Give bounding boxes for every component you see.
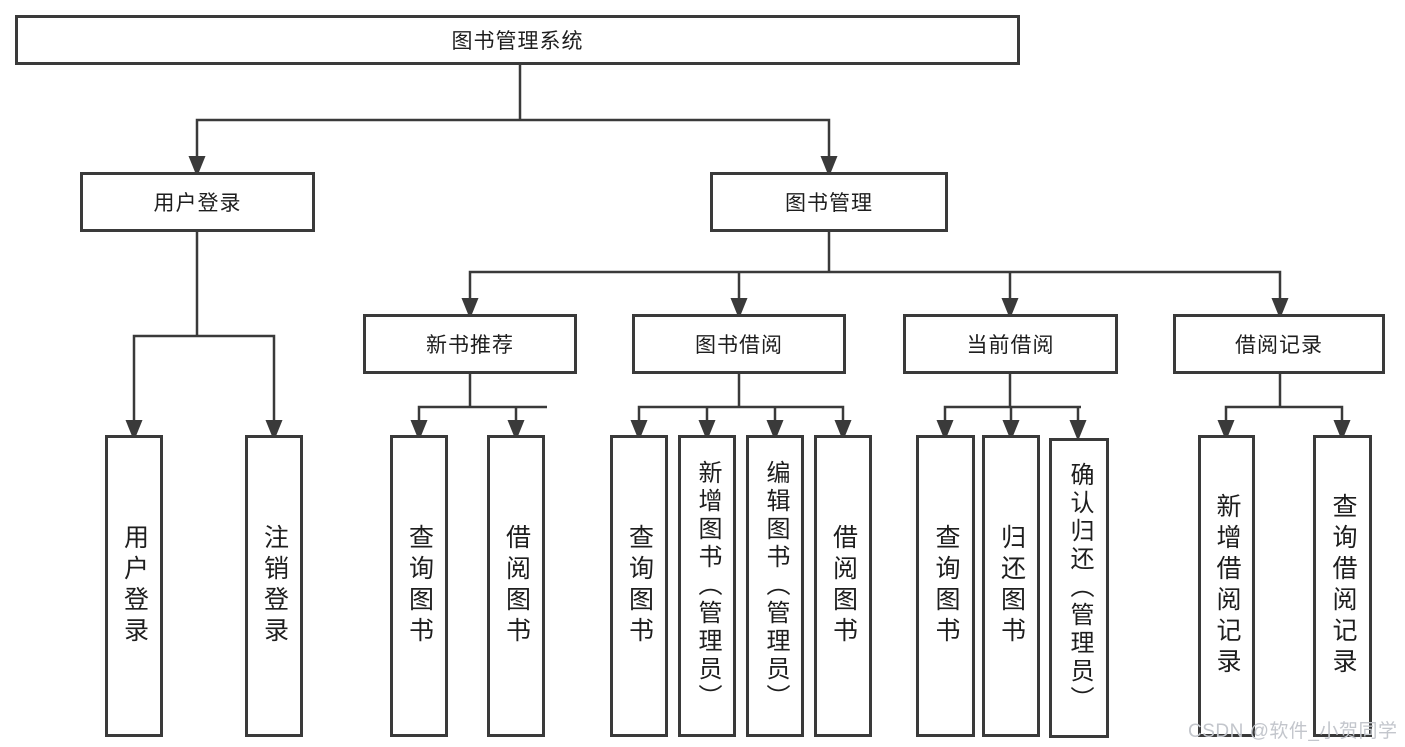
leaf-bb-borrow-books: 借阅图书: [814, 435, 872, 737]
node-current-borrowing: 当前借阅: [903, 314, 1118, 374]
leaf-bb-add-books-admin: 新增图书（管理员）: [678, 435, 736, 737]
leaf-user-login: 用户登录: [105, 435, 163, 737]
leaf-cb-query-books: 查询图书: [916, 435, 975, 737]
node-book-management: 图书管理: [710, 172, 948, 232]
node-user-login: 用户登录: [80, 172, 315, 232]
leaf-logout: 注销登录: [245, 435, 303, 737]
leaf-nbr-query-books: 查询图书: [390, 435, 448, 737]
leaf-br-query-borrow-record: 查询借阅记录: [1313, 435, 1372, 737]
leaf-nbr-borrow-books: 借阅图书: [487, 435, 545, 737]
node-book-borrowing: 图书借阅: [632, 314, 846, 374]
leaf-cb-return-books: 归还图书: [982, 435, 1040, 737]
node-root: 图书管理系统: [15, 15, 1020, 65]
csdn-watermark: CSDN @软件_小贺同学: [1188, 721, 1398, 742]
leaf-br-add-borrow-record: 新增借阅记录: [1198, 435, 1255, 737]
leaf-bb-edit-books-admin: 编辑图书（管理员）: [746, 435, 804, 737]
leaf-bb-query-books: 查询图书: [610, 435, 668, 737]
node-borrowing-records: 借阅记录: [1173, 314, 1385, 374]
connector-lines: [132, 65, 1344, 421]
leaf-cb-confirm-return-admin: 确认归还（管理员）: [1049, 438, 1109, 738]
node-new-book-recommend: 新书推荐: [363, 314, 577, 374]
